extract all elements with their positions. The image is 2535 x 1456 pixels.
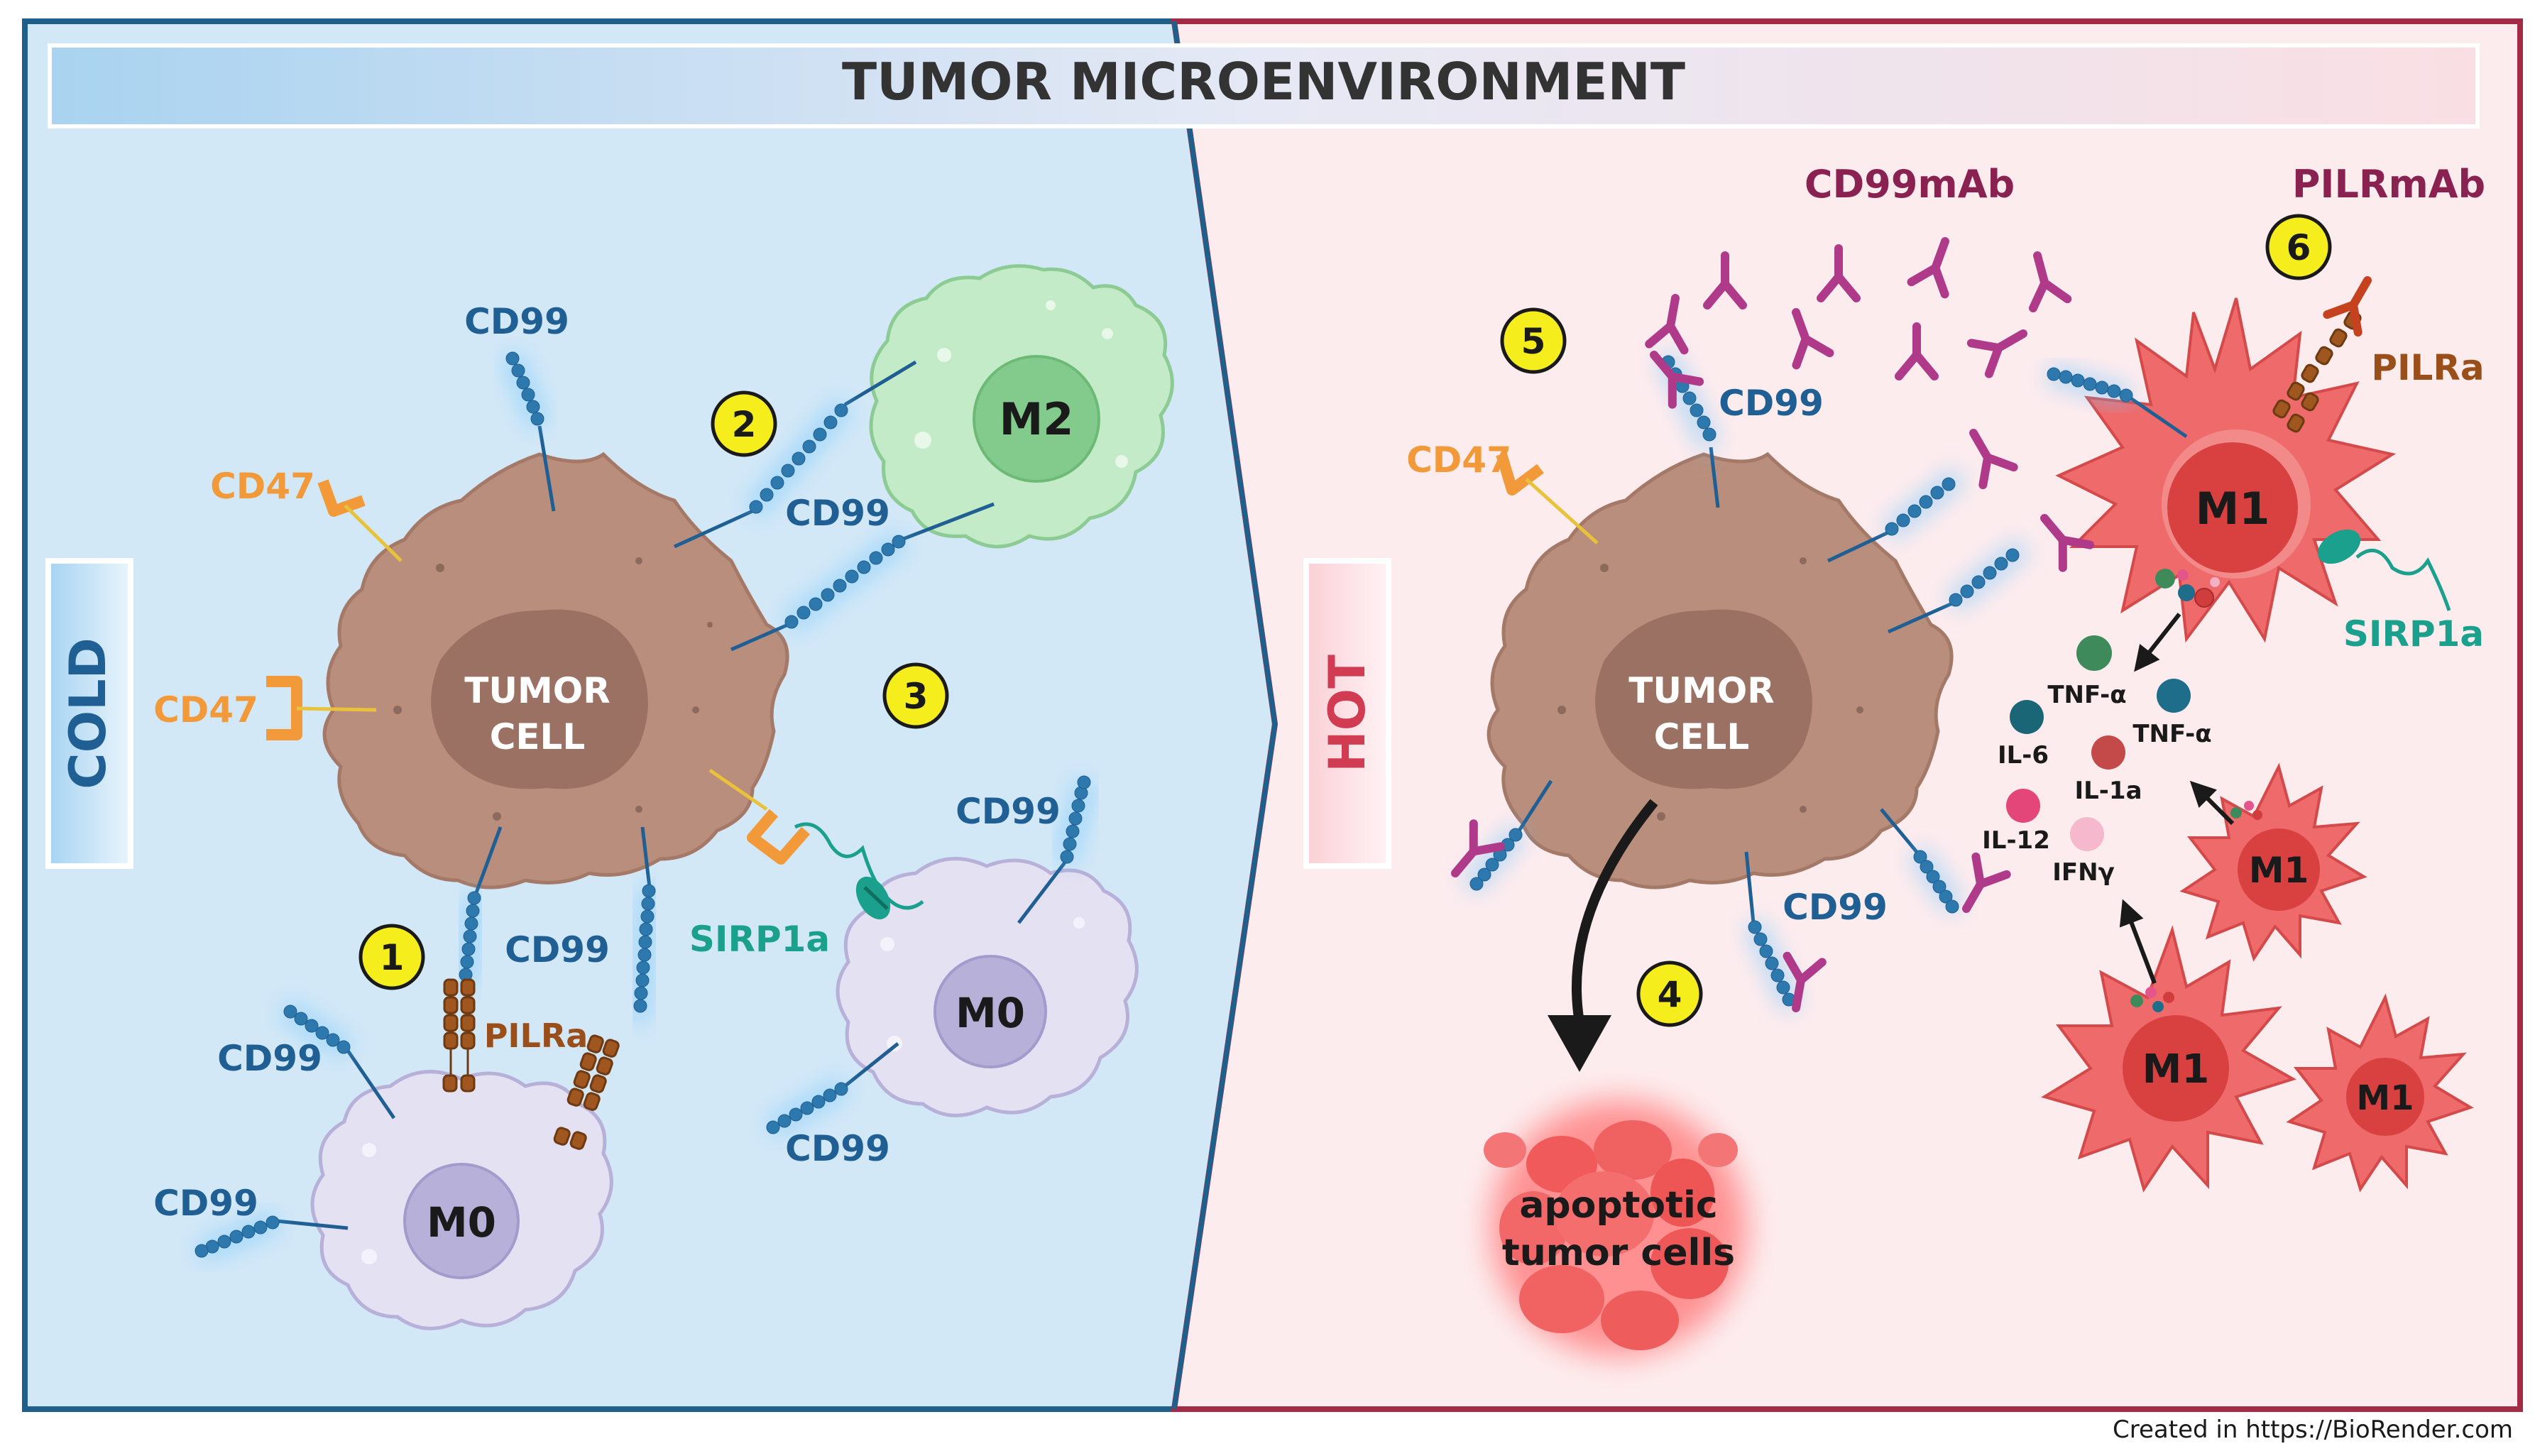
cd47-label-2: CD47 (153, 689, 258, 730)
il1a-label: IL-1a (2074, 777, 2142, 805)
step-5-label: 5 (1521, 321, 1546, 362)
cold-labels: CD99 CD99 CD47 CD47 CD99 CD99 CD99 CD99 … (153, 301, 1061, 1224)
tumor-cold-line1: TUMOR (464, 670, 610, 711)
apoptotic-tumor-cells: apoptotic tumor cells (1484, 1100, 1746, 1356)
cd47-cold (266, 479, 811, 865)
pilra-receptors-cold (442, 978, 620, 1150)
m1-corner-label: M1 (2356, 1078, 2414, 1118)
step-4-label: 4 (1658, 974, 1682, 1015)
step-6-label: 6 (2287, 227, 2311, 268)
sirp1a-label-hot: SIRP1a (2343, 613, 2484, 655)
title-banner: TUMOR MICROENVIRONMENT (48, 43, 2480, 128)
cd99-label-bottom: CD99 (505, 929, 610, 970)
cold-label: COLD (45, 558, 133, 869)
m0-bottom-label: M0 (427, 1198, 496, 1247)
apoptotic-line1: apoptotic (1519, 1184, 1717, 1227)
cd99-label-left-upper: CD99 (217, 1038, 322, 1079)
cold-label-text: COLD (59, 637, 117, 789)
tumor-cell-cold: TUMOR CELL (322, 451, 789, 890)
step-badge-4: 4 (1636, 960, 1703, 1027)
m1-bottom-label: M1 (2142, 1046, 2210, 1093)
sirp1a-hot (2318, 529, 2451, 611)
tumor-cell-hot: TUMOR CELL (1486, 451, 1954, 890)
tnfa-label-2: TNF-α (2132, 720, 2211, 748)
panel-divider (1171, 21, 1278, 725)
cd47-hot (1496, 452, 1599, 544)
step-2-label: 2 (732, 404, 757, 445)
step-3-label: 3 (904, 676, 929, 717)
hot-labels: CD99mAb PILRmAb CD99 CD47 PILRa SIRP1a C… (1406, 162, 2485, 928)
il6-label: IL-6 (1998, 741, 2049, 770)
apoptotic-line2: tumor cells (1502, 1232, 1735, 1274)
cd99-label-top: CD99 (464, 301, 569, 342)
cd99mab-label: CD99mAb (1805, 162, 2015, 207)
m1-macrophage-main: M1 (2055, 297, 2397, 643)
tumor-hot-line2: CELL (1654, 716, 1750, 757)
step-badges: 1 2 3 4 5 6 (358, 214, 2332, 1027)
apoptosis-arrow (1571, 799, 1658, 1024)
cd47-label-hot: CD47 (1406, 439, 1511, 481)
cd99-label-left-lower: CD99 (153, 1183, 258, 1224)
m1-macrophage-bottom: M1 (2041, 925, 2296, 1193)
pilra-label-cold: PILRa (484, 1017, 588, 1055)
cd99-label-hot-top: CD99 (1719, 383, 1824, 424)
m0-macrophage-bottom: M0 (310, 1070, 613, 1330)
step-badge-6: 6 (2265, 214, 2332, 280)
cd99-antibodies (1451, 237, 2095, 1012)
sirp1a-cold (794, 822, 924, 919)
tumor-hot-line1: TUMOR (1628, 670, 1774, 711)
sirp1a-label-cold: SIRP1a (689, 919, 830, 960)
m0-right-label: M0 (956, 989, 1025, 1037)
cd99-label-m0-lower: CD99 (785, 1128, 890, 1169)
ifng-label: IFNγ (2052, 858, 2115, 887)
m1-macrophage-right: M1 (2179, 762, 2367, 962)
il12-label: IL-12 (1982, 826, 2050, 855)
m0-macrophage-right: M0 (836, 857, 1139, 1117)
cd99-chains-cold (195, 351, 1097, 1263)
hot-label: HOT (1303, 558, 1391, 869)
cd99-label-m0-right: CD99 (956, 791, 1061, 832)
cd47-label-1: CD47 (210, 466, 315, 507)
step-badge-3: 3 (882, 662, 949, 729)
tumor-cold-line2: CELL (490, 716, 586, 757)
cytokines: TNF-α TNF-α IL-6 IL-1a IL-12 IFNγ (1982, 635, 2212, 887)
m1-right-label: M1 (2249, 850, 2309, 891)
pilra-label-hot: PILRa (2371, 347, 2484, 388)
pilr-antibody (2323, 276, 2372, 337)
hot-label-text: HOT (1318, 655, 1376, 772)
m2-label: M2 (1000, 393, 1074, 445)
step-badge-1: 1 (358, 924, 425, 990)
apoptosis-arrowhead (1548, 1015, 1611, 1072)
page-title: TUMOR MICROENVIRONMENT (842, 52, 1685, 111)
credit-text: Created in https://BioRender.com (2113, 1416, 2513, 1444)
pilrmab-label: PILRmAb (2292, 162, 2485, 207)
step-1-label: 1 (380, 937, 405, 978)
step-badge-5: 5 (1500, 307, 1567, 374)
cd99-label-m2: CD99 (785, 493, 890, 534)
panel-divider (1171, 723, 1278, 1410)
cd99-label-hot-bottom: CD99 (1783, 887, 1888, 928)
m2-macrophage: M2 (869, 264, 1174, 549)
cytokine-arrows (2119, 613, 2235, 985)
tnfa-label-1: TNF-α (2047, 681, 2126, 709)
m1-macrophage-corner: M1 (2286, 993, 2474, 1193)
step-badge-2: 2 (711, 390, 777, 457)
m1-main-label: M1 (2196, 483, 2270, 535)
